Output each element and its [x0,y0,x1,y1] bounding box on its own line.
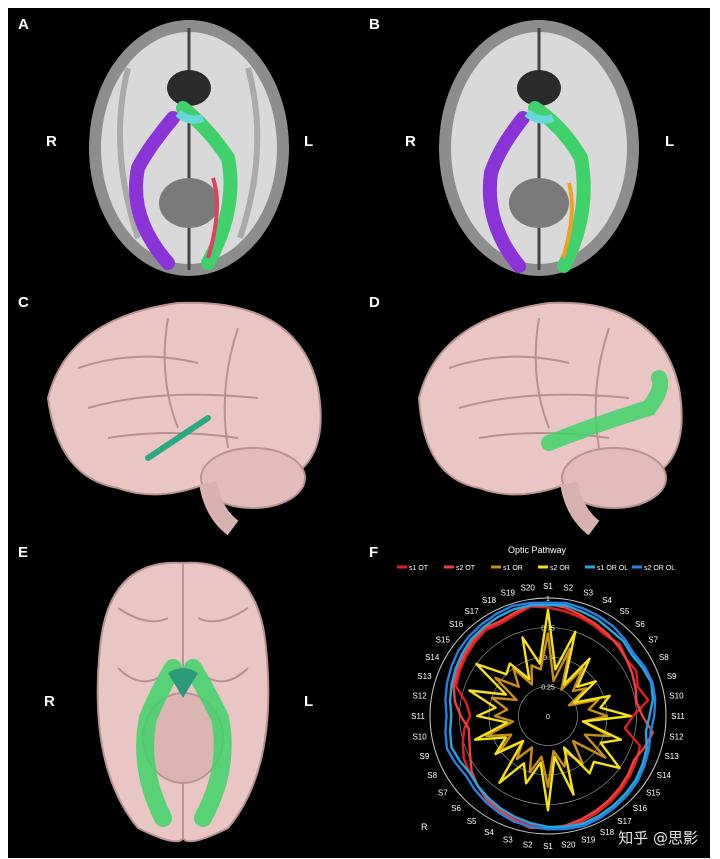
legend-entry: s1 OR OL [597,565,628,572]
legend-entry: s2 OR [550,565,570,572]
watermark-text: 知乎 @思影 [618,829,698,847]
category-label: S2 [523,840,533,849]
category-label: S14 [657,771,672,780]
category-label: S7 [438,788,448,797]
category-label: S18 [600,828,615,837]
category-label: S20 [521,584,536,593]
panel-c: C [8,288,359,538]
category-label: S10 [412,732,427,741]
chart-corner-label: R [421,822,428,832]
radar-grid-ring [518,686,578,746]
radial-tick-label: 0.75 [541,626,555,633]
category-label: S1 [543,842,553,851]
category-label: S5 [620,607,630,616]
category-label: S8 [427,771,437,780]
category-label: S5 [467,817,477,826]
radar-series-line [485,632,611,789]
category-label: S3 [583,588,593,597]
inferior-brain-surface-e [96,561,270,843]
panel-a-label: A [18,16,29,33]
category-label: S17 [464,607,479,616]
panel-e: E R L [8,538,359,858]
panel-a: A R L [8,8,359,288]
category-label: S20 [561,840,576,849]
category-label: S6 [451,804,461,813]
panel-e-label: E [18,544,29,561]
category-label: S11 [671,712,685,721]
category-label: S6 [635,620,645,629]
category-label: S11 [411,712,425,721]
panel-b-right-hemisphere-label: R [405,133,416,150]
category-label: S12 [669,732,684,741]
radar-series-line [448,603,655,829]
category-label: S16 [633,804,648,813]
category-label: S15 [646,788,661,797]
category-label: S8 [659,653,669,662]
panel-b: B R L [359,8,710,288]
panel-d-label: D [369,294,380,311]
panel-b-label: B [369,16,380,33]
category-label: S1 [543,582,553,591]
chart-title: Optic Pathway [508,545,567,555]
axial-mri-slice-b [439,20,639,276]
category-label: S16 [449,620,464,629]
category-label: S12 [412,692,427,701]
legend-entry: s1 OR [503,565,523,572]
lateral-brain-surface-c [46,301,322,536]
radial-tick-label: 0.5 [543,655,553,662]
radar-series-line [468,608,632,812]
radar-outer-ring [429,597,667,835]
figure-canvas: A R L B R L [8,8,710,858]
category-label: S18 [482,596,497,605]
chart-legend: s1 OT s2 OT s1 OR s2 OR s1 OR OL s2 OR OL [397,565,675,572]
category-label: S4 [602,596,612,605]
category-label: S2 [563,584,573,593]
axial-mri-slice-a [89,20,289,276]
category-label: S19 [581,836,596,845]
category-label: S13 [417,672,432,681]
panel-d: D [359,288,710,538]
category-label: S13 [664,752,679,761]
legend-entry: s2 OR OL [644,565,675,572]
category-label: S3 [503,836,513,845]
panel-e-left-hemisphere-label: L [304,693,314,710]
category-label: S15 [436,636,451,645]
category-label: S14 [425,653,440,662]
legend-entry: s1 OT [409,565,429,572]
lateral-brain-surface-d [417,301,683,536]
category-label: S9 [420,752,430,761]
legend-entry: s2 OT [456,565,476,572]
category-label: S9 [667,672,677,681]
panel-a-right-hemisphere-label: R [46,133,57,150]
panel-b-left-hemisphere-label: L [665,133,675,150]
panel-a-left-hemisphere-label: L [304,133,314,150]
category-label: S19 [501,588,516,597]
panel-c-label: C [18,294,29,311]
radar-series [444,601,657,831]
category-label: S4 [484,828,494,837]
panel-e-right-hemisphere-label: R [44,693,55,710]
radial-tick-label: 0.25 [541,685,555,692]
radial-tick-label: 0 [546,714,550,721]
category-label: S10 [669,692,684,701]
panel-f-label: F [369,544,379,561]
optic-pathway-radar-chart: Optic Pathway s1 OT s2 OT s1 OR s2 OR s1 OR … [397,545,685,851]
radar-series-line [444,601,657,831]
category-label: S17 [617,817,632,826]
radial-tick-label: 1 [546,596,550,603]
category-label: S7 [648,636,658,645]
